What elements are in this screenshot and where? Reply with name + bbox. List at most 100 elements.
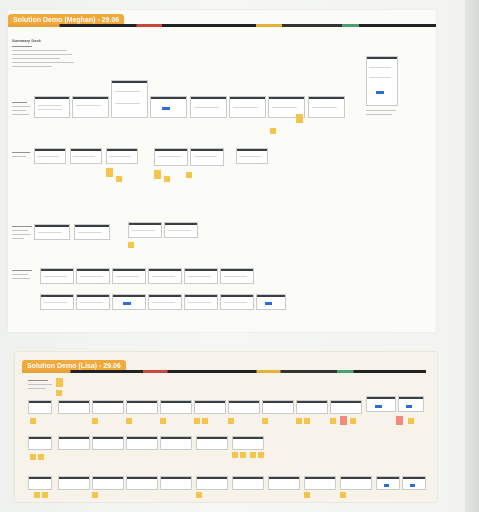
screenshot-thumbnail[interactable] [128,222,162,238]
sticky-note[interactable] [42,492,48,498]
sticky-note-pink[interactable] [340,416,347,425]
screenshot-thumbnail[interactable] [28,400,52,414]
screenshot-thumbnail[interactable] [154,148,188,166]
sticky-note[interactable] [202,418,208,424]
screenshot-thumbnail[interactable] [92,476,124,490]
screenshot-thumbnail[interactable] [220,268,254,284]
screenshot-thumbnail[interactable] [232,436,264,450]
sticky-note[interactable] [262,418,268,424]
sticky-note[interactable] [250,452,256,458]
board-lisa-title[interactable]: Solution Demo (Lisa) - 29.06 [22,360,126,373]
screenshot-thumbnail[interactable] [376,476,400,490]
sticky-note[interactable] [232,452,238,458]
sticky-note[interactable] [30,454,36,460]
screenshot-thumbnail[interactable] [112,294,146,310]
screenshot-thumbnail[interactable] [304,476,336,490]
sticky-note[interactable] [186,172,192,178]
sticky-note[interactable] [194,418,200,424]
screenshot-thumbnail[interactable] [262,400,294,414]
sticky-note[interactable] [154,170,161,179]
screenshot-thumbnail[interactable] [366,396,396,412]
sticky-note[interactable] [196,492,202,498]
sticky-note[interactable] [56,390,62,396]
screenshot-thumbnail[interactable] [34,224,70,240]
screenshot-thumbnail[interactable] [308,96,345,118]
sticky-note[interactable] [56,378,63,387]
screenshot-thumbnail[interactable] [268,96,305,118]
sticky-note[interactable] [128,242,134,248]
screenshot-thumbnail[interactable] [190,148,224,166]
screenshot-thumbnail[interactable] [268,476,300,490]
screenshot-thumbnail[interactable] [34,96,70,118]
sticky-note[interactable] [38,454,44,460]
screenshot-thumbnail[interactable] [184,268,218,284]
screenshot-thumbnail[interactable] [40,294,74,310]
screenshot-thumbnail[interactable] [148,294,182,310]
sticky-note[interactable] [304,492,310,498]
sticky-note[interactable] [126,418,132,424]
screenshot-thumbnail[interactable] [150,96,187,118]
sticky-note[interactable] [240,452,246,458]
screenshot-thumbnail[interactable] [256,294,286,310]
screenshot-thumbnail[interactable] [92,436,124,450]
screenshot-thumbnail[interactable] [330,400,362,414]
sticky-note[interactable] [106,168,113,177]
sticky-note[interactable] [304,418,310,424]
screenshot-thumbnail[interactable] [74,224,110,240]
screenshot-thumbnail[interactable] [196,476,228,490]
sticky-note[interactable] [408,418,414,424]
screenshot-thumbnail[interactable] [340,476,372,490]
sticky-note[interactable] [92,492,98,498]
screenshot-thumbnail[interactable] [196,436,228,450]
screenshot-thumbnail[interactable] [58,476,90,490]
screenshot-thumbnail[interactable] [184,294,218,310]
screenshot-thumbnail[interactable] [28,436,52,450]
sticky-note[interactable] [296,418,302,424]
screenshot-thumbnail[interactable] [366,56,398,106]
screenshot-thumbnail[interactable] [229,96,266,118]
sticky-note-pink[interactable] [396,416,403,425]
screenshot-thumbnail[interactable] [232,476,264,490]
screenshot-thumbnail[interactable] [236,148,268,164]
screenshot-thumbnail[interactable] [111,80,148,118]
sticky-note[interactable] [34,492,40,498]
screenshot-thumbnail[interactable] [76,294,110,310]
sticky-note[interactable] [296,114,303,123]
sticky-note[interactable] [330,418,336,424]
screenshot-thumbnail[interactable] [220,294,254,310]
sticky-note[interactable] [270,128,276,134]
screenshot-thumbnail[interactable] [160,436,192,450]
screenshot-thumbnail[interactable] [72,96,109,118]
screenshot-thumbnail[interactable] [148,268,182,284]
screenshot-thumbnail[interactable] [160,476,192,490]
screenshot-thumbnail[interactable] [58,436,90,450]
sticky-note[interactable] [164,176,170,182]
screenshot-thumbnail[interactable] [106,148,138,164]
screenshot-thumbnail[interactable] [126,400,158,414]
screenshot-thumbnail[interactable] [296,400,328,414]
sticky-note[interactable] [228,418,234,424]
screenshot-thumbnail[interactable] [126,436,158,450]
screenshot-thumbnail[interactable] [76,268,110,284]
sticky-note[interactable] [92,418,98,424]
screenshot-thumbnail[interactable] [92,400,124,414]
screenshot-thumbnail[interactable] [40,268,74,284]
screenshot-thumbnail[interactable] [398,396,424,412]
sticky-note[interactable] [340,492,346,498]
board-meghan-title[interactable]: Solution Demo (Meghan) - 29.06 [8,14,125,27]
sticky-note[interactable] [116,176,122,182]
screenshot-thumbnail[interactable] [228,400,260,414]
screenshot-thumbnail[interactable] [34,148,66,164]
screenshot-thumbnail[interactable] [28,476,52,490]
screenshot-thumbnail[interactable] [164,222,198,238]
screenshot-thumbnail[interactable] [190,96,227,118]
sticky-note[interactable] [30,418,36,424]
sticky-note[interactable] [350,418,356,424]
sticky-note[interactable] [258,452,264,458]
screenshot-thumbnail[interactable] [112,268,146,284]
screenshot-thumbnail[interactable] [58,400,90,414]
screenshot-thumbnail[interactable] [160,400,192,414]
screenshot-thumbnail[interactable] [70,148,102,164]
screenshot-thumbnail[interactable] [126,476,158,490]
sticky-note[interactable] [160,418,166,424]
